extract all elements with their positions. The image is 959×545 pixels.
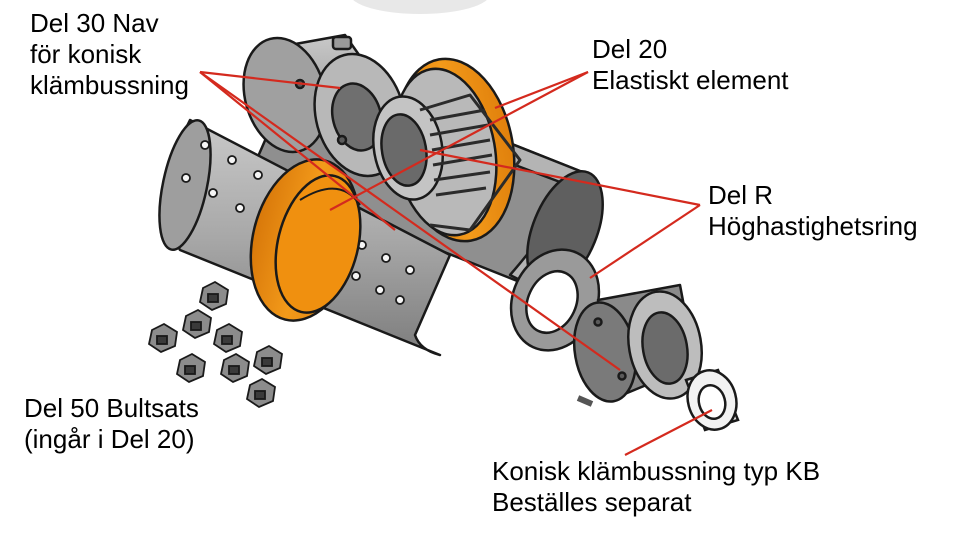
elastic-element-back	[372, 57, 522, 243]
bolt	[175, 352, 206, 384]
label-ring-line2: Höghastighetsring	[708, 211, 918, 241]
label-bolts-line2: (ingår i Del 20)	[24, 424, 195, 454]
label-elastic-element: Del 20 Elastiskt element	[592, 34, 789, 96]
leader-ring-2	[589, 204, 701, 279]
bolt	[252, 344, 283, 376]
bolt	[212, 322, 243, 354]
label-bolts-line1: Del 50 Bultsats	[24, 393, 199, 423]
bolt-set-group	[147, 280, 283, 409]
bolt	[181, 308, 212, 340]
bolt	[198, 280, 229, 312]
taper-bush-kb	[684, 368, 740, 432]
leader-lines	[199, 70, 713, 456]
leader-bushing	[624, 409, 713, 456]
label-ring-line1: Del R	[708, 180, 774, 210]
label-element-line2: Elastiskt element	[592, 65, 789, 95]
leader-element-1	[494, 70, 589, 110]
label-bolt-set: Del 50 Bultsats (ingår i Del 20)	[24, 393, 199, 455]
leader-element-2	[329, 71, 589, 211]
label-bushing-line1: Konisk klämbussning typ KB	[492, 456, 821, 486]
label-high-speed-ring: Del R Höghastighetsring	[708, 180, 918, 242]
leader-hub-1	[199, 70, 341, 90]
label-hub-line3: klämbussning	[30, 70, 189, 100]
label-hub-line2: för konisk	[30, 39, 142, 69]
elastic-element-front	[249, 158, 362, 322]
label-hub-line1: Del 30 Nav	[30, 8, 159, 38]
label-hub: Del 30 Nav för konisk klämbussning	[30, 8, 189, 101]
label-bushing-line2: Beställes separat	[492, 487, 692, 517]
label-element-line1: Del 20	[592, 34, 668, 64]
leader-hub-2	[199, 71, 396, 231]
top-shadow	[353, 0, 487, 14]
hub-lower	[572, 283, 703, 407]
bolt	[147, 322, 178, 354]
label-taper-bushing: Konisk klämbussning typ KB Beställes sep…	[492, 456, 820, 518]
leader-ring-1	[419, 148, 701, 207]
bolt	[245, 377, 276, 409]
leader-hub-lower	[199, 71, 621, 371]
bolt	[219, 352, 250, 384]
